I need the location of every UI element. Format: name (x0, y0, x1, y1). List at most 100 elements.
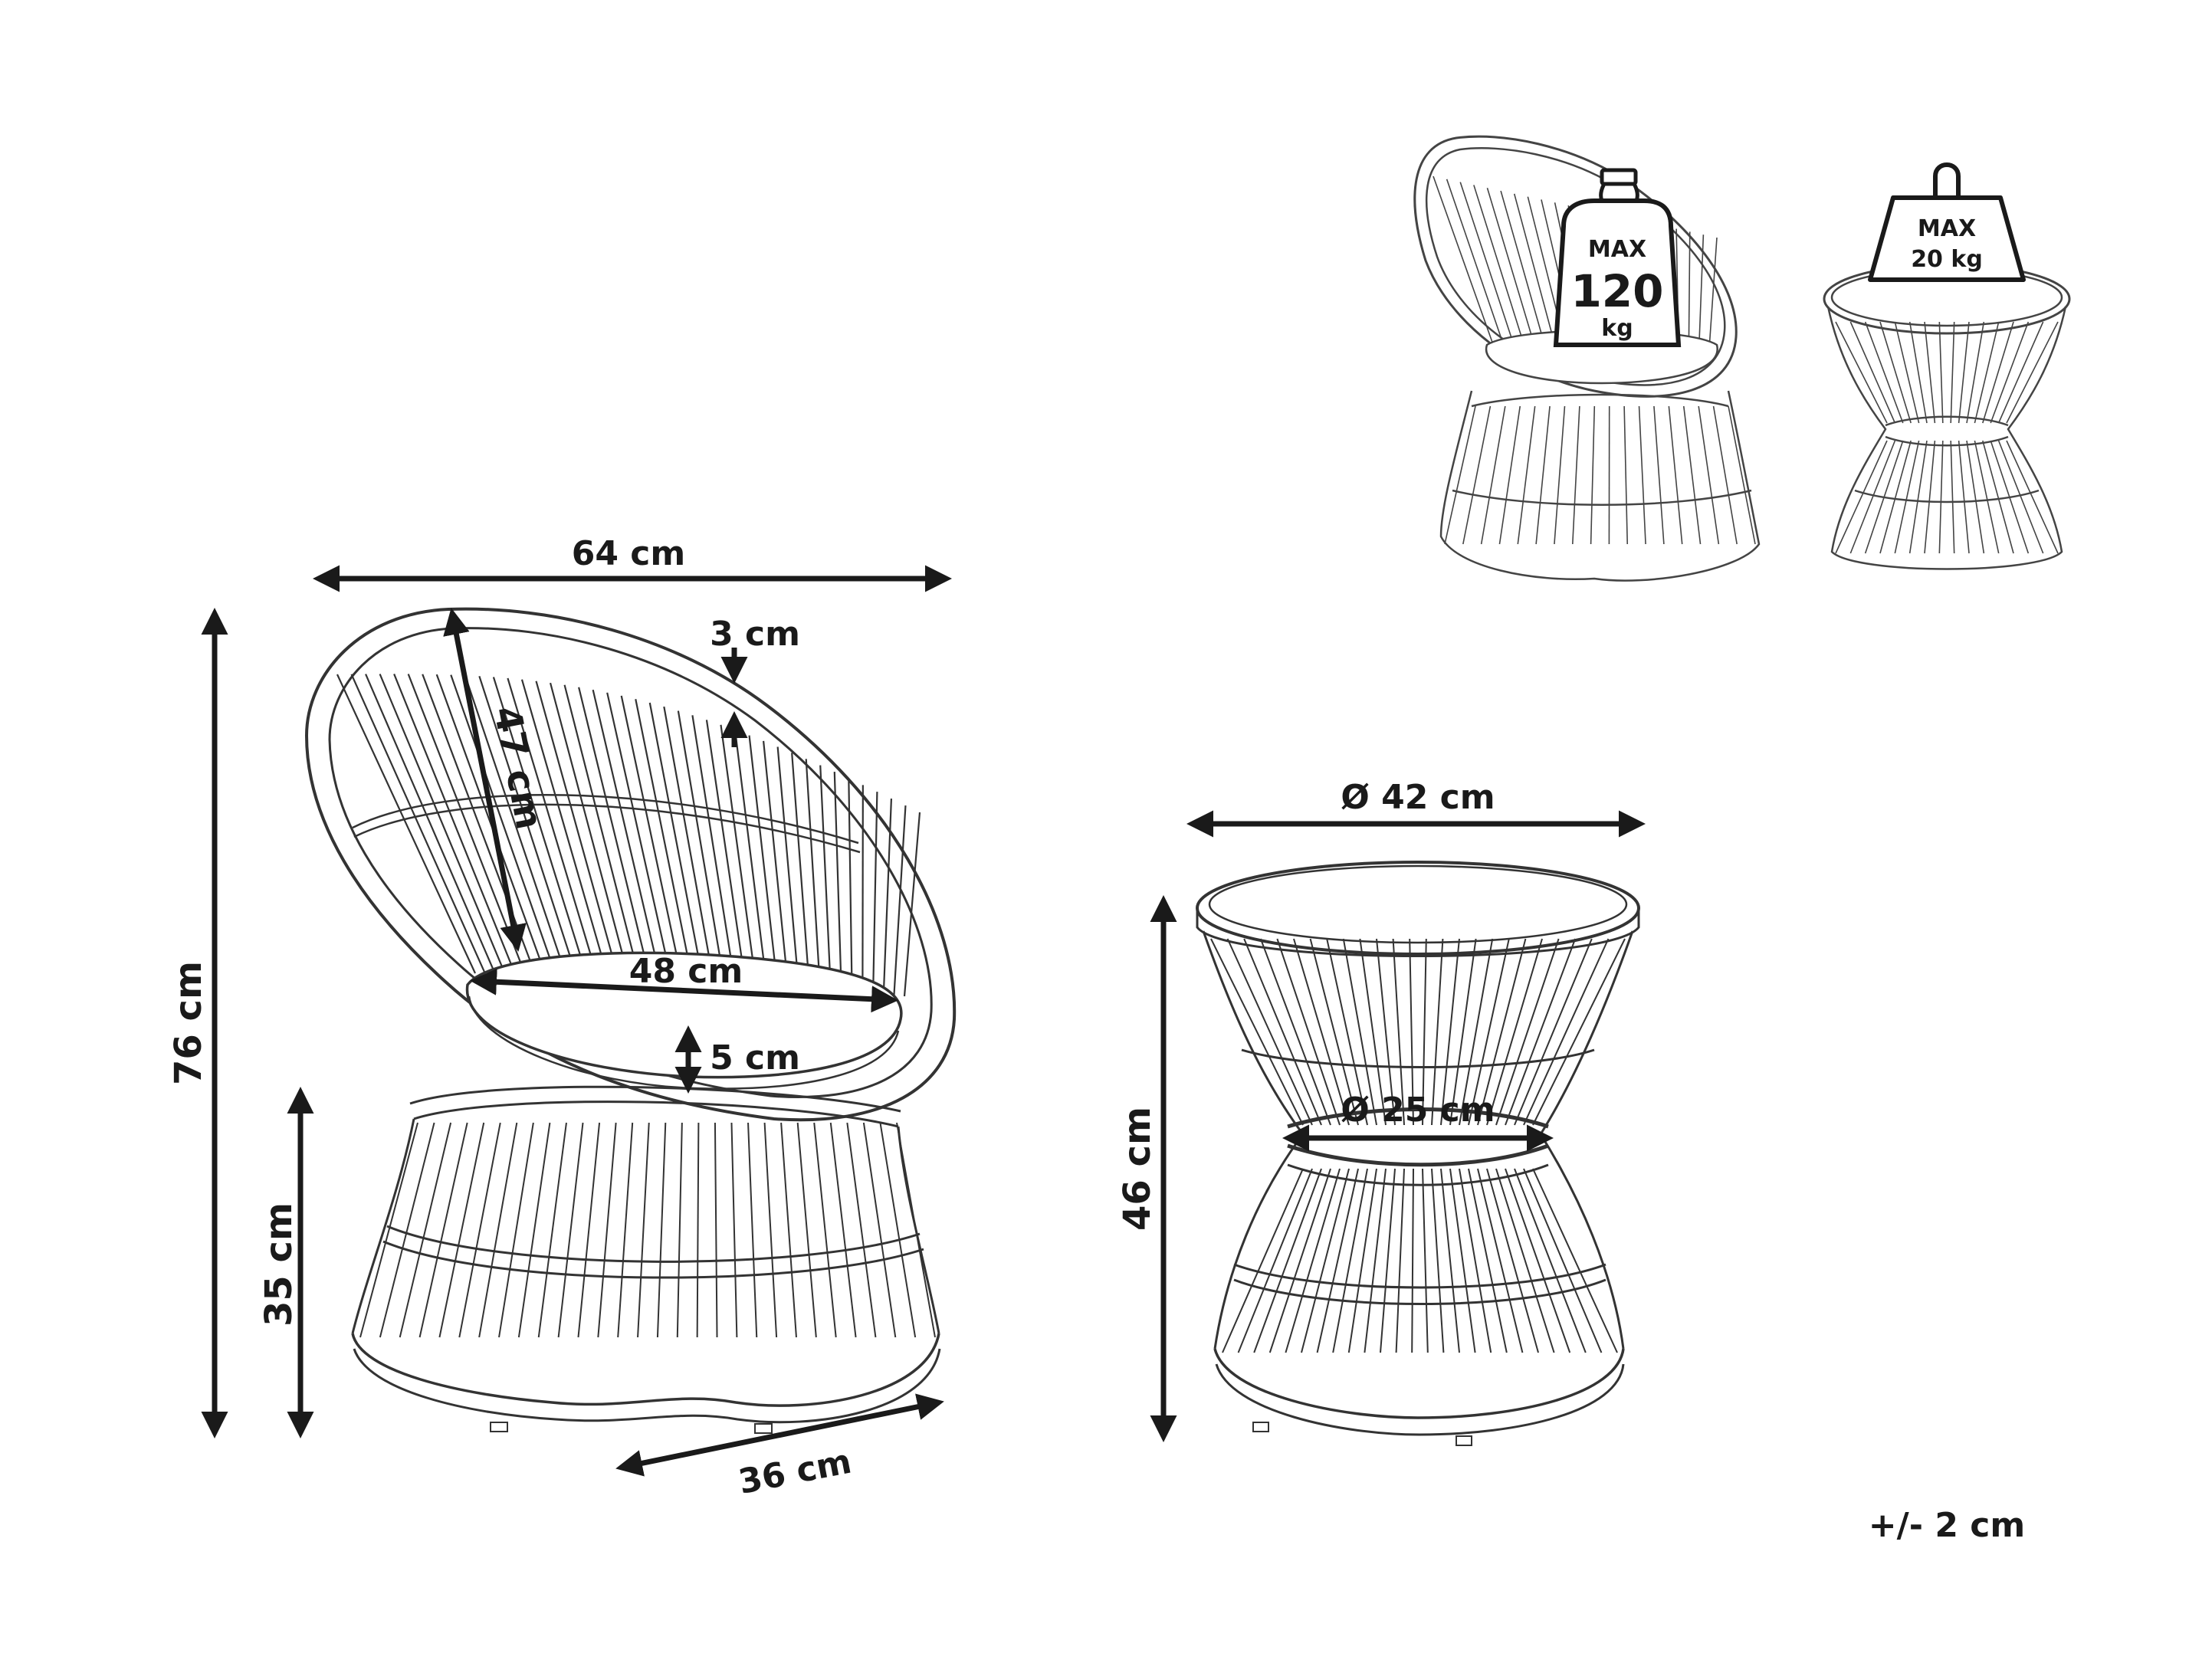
seat-width-label: 48 cm (629, 952, 743, 991)
wicker-slat (1939, 441, 1942, 553)
wicker-slat (731, 1123, 737, 1337)
wicker-slat (1967, 441, 1984, 553)
wicker-slat (1277, 939, 1340, 1125)
wicker-slat (1554, 406, 1565, 544)
wicker-slat (1850, 441, 1895, 553)
wicker-slat (1463, 406, 1491, 544)
wicker-slat (1925, 322, 1935, 423)
wicker-slat (537, 681, 622, 990)
wicker-slat (499, 1123, 533, 1337)
wicker-slat (658, 1123, 665, 1337)
wicker-slat (1469, 1169, 1507, 1353)
wicker-slat (1669, 406, 1682, 544)
wicker-slat (1654, 406, 1664, 544)
wicker-slat (519, 1123, 550, 1337)
chair-max-value: 120 (1570, 265, 1663, 317)
wicker-slat (1684, 406, 1701, 544)
seat-height-label: 35 cm (258, 1202, 300, 1327)
wicker-slat (1639, 406, 1646, 544)
table-load-illustration (1824, 264, 2069, 569)
wicker-slat (1474, 185, 1525, 349)
wicker-slat (894, 805, 905, 996)
wicker-slat (864, 1123, 895, 1337)
wicker-slat (598, 1123, 615, 1337)
wicker-slat (1939, 322, 1942, 423)
wicker-slat (1925, 441, 1935, 553)
wicker-slat (1239, 1169, 1312, 1353)
wicker-slat (1432, 1169, 1443, 1353)
wicker-slat (715, 1123, 717, 1337)
wicker-slat (1211, 939, 1303, 1125)
wicker-slat (1487, 188, 1535, 349)
wicker-slat (578, 1123, 599, 1337)
wicker-slat (1518, 406, 1534, 544)
chair-height-label: 76 cm (167, 961, 210, 1085)
wicker-slat (618, 1123, 632, 1337)
wicker-slat (635, 699, 695, 992)
table-top-diameter-label: Ø 42 cm (1341, 778, 1495, 817)
wicker-slat (1441, 1169, 1459, 1353)
wicker-slat (1515, 939, 1592, 1125)
wicker-slat (781, 1123, 796, 1337)
wicker-slat (638, 1123, 649, 1337)
wicker-slat (1573, 406, 1580, 544)
wicker-slat (873, 792, 877, 997)
wicker-slat (1836, 322, 1887, 423)
table-max-label: MAX (1918, 215, 1976, 242)
wicker-slat (459, 1123, 500, 1337)
wicker-slat (697, 1123, 699, 1337)
wicker-slat (1270, 1169, 1331, 1353)
wicker-slat (820, 766, 831, 999)
wicker-slat (1228, 939, 1312, 1125)
wicker-slat (1423, 1169, 1428, 1353)
wicker-slat (1447, 179, 1505, 349)
wicker-slat (1496, 939, 1559, 1125)
wicker-slat (1910, 322, 1927, 423)
chair-drawing (307, 609, 954, 1433)
wicker-slat (1698, 406, 1718, 544)
wicker-slat (1223, 1169, 1303, 1353)
wicker-slat (1445, 406, 1475, 544)
chair-max-label: MAX (1588, 236, 1646, 263)
wicker-slat (1433, 176, 1495, 349)
wicker-slat (1499, 406, 1520, 544)
wicker-slat (880, 1123, 915, 1337)
table-height-label: 46 cm (1116, 1107, 1159, 1231)
wicker-slat (1524, 1169, 1601, 1353)
wicker-slat (439, 1123, 484, 1337)
wicker-slat (1533, 939, 1625, 1125)
wicker-slat (479, 1123, 517, 1337)
wicker-slat (1728, 406, 1755, 544)
wicker-slat (1482, 406, 1505, 544)
wicker-slat (1591, 406, 1595, 544)
wicker-slat (1396, 1169, 1404, 1353)
wicker-slat (1515, 194, 1556, 349)
wicker-slat (1951, 322, 1954, 423)
wicker-slat (748, 1123, 756, 1337)
chair-max-unit: kg (1601, 315, 1633, 342)
wicker-slat (1714, 406, 1738, 544)
tolerance-note: +/- 2 cm (1869, 1506, 2025, 1545)
wicker-slat (2007, 322, 2058, 423)
wicker-slat (1459, 1169, 1491, 1353)
chair-width-label: 64 cm (572, 534, 685, 573)
wicker-slat (1959, 441, 1969, 553)
wicker-slat (1951, 441, 1954, 553)
wicker-slat (550, 683, 632, 991)
wicker-slat (1967, 322, 1984, 423)
wicker-slat (1699, 235, 1704, 349)
wicker-slat (1412, 1169, 1413, 1353)
wicker-slat (1999, 441, 2043, 553)
wicker-slat (1624, 406, 1627, 544)
table-drawing (1197, 862, 1639, 1445)
wicker-slat (1524, 939, 1608, 1125)
wicker-slat (1487, 1169, 1538, 1353)
wicker-slat (1487, 939, 1542, 1125)
wicker-slat (565, 685, 643, 992)
cushion-thickness-label: 5 cm (710, 1038, 800, 1078)
base-width-label: 36 cm (735, 1442, 854, 1502)
wicker-slat (1301, 1169, 1349, 1353)
chair-back-height-label: 47 cm (485, 703, 551, 833)
wicker-slat (1709, 238, 1717, 349)
